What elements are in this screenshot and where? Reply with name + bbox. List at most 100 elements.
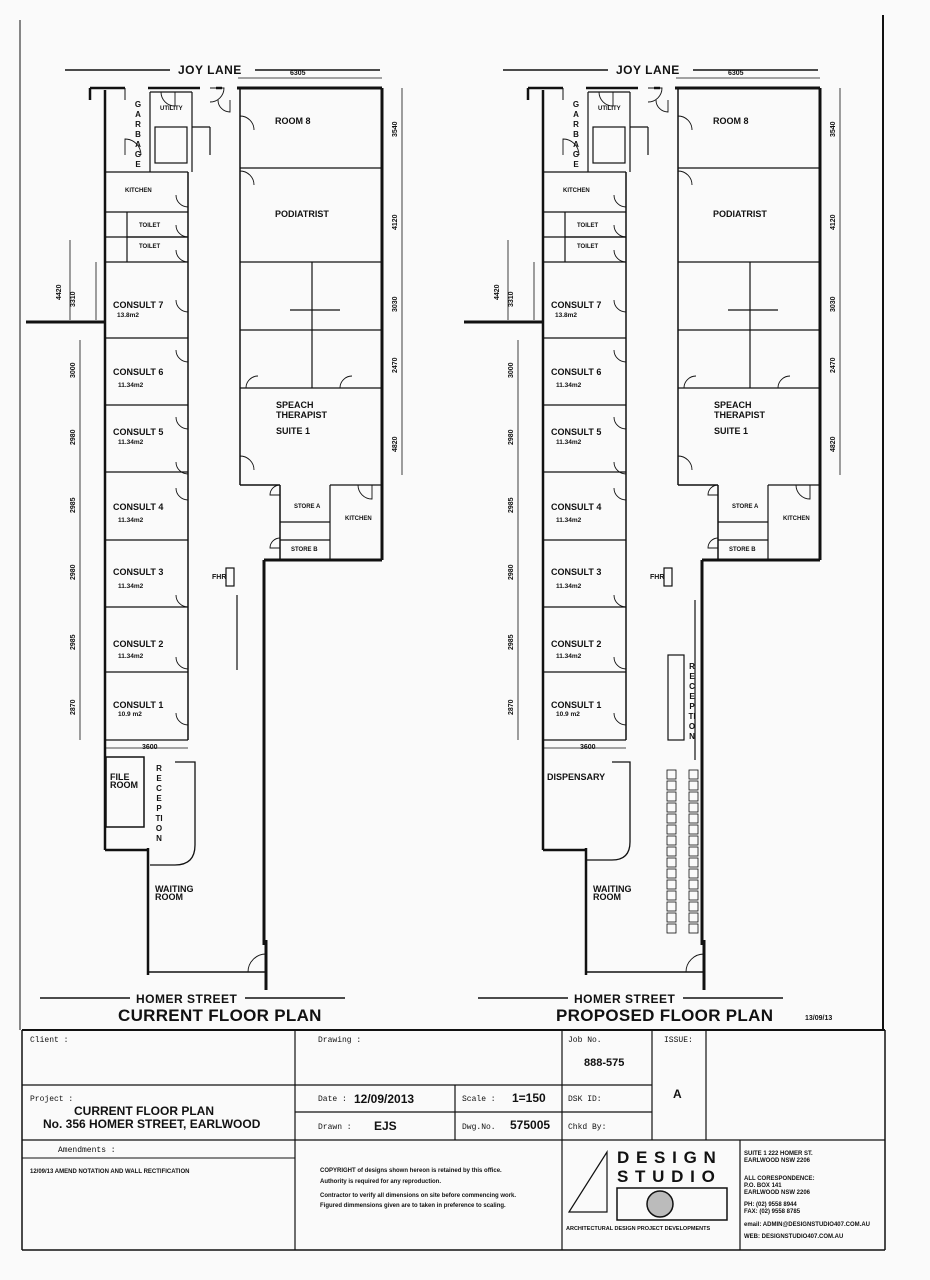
- dwg-no-label: Dwg.No.: [462, 1123, 496, 1132]
- joy-lane-label: JOY LANE: [178, 63, 242, 77]
- waiting-seat: [666, 813, 677, 824]
- dim-d2980b: 2980: [508, 564, 515, 580]
- fhr-label: FHR: [212, 574, 227, 581]
- door-swing: [247, 953, 267, 973]
- toilet-label: TOILET: [577, 244, 599, 250]
- waiting-seat: [688, 923, 699, 934]
- consult-6-area: 11.34m2: [556, 382, 582, 389]
- file-room-label: FILE: [110, 772, 130, 782]
- dwg-no-value: 575005: [510, 1118, 551, 1132]
- consult-3-label: CONSULT 3: [551, 567, 602, 577]
- door-swing: [613, 416, 627, 430]
- dispensary-counter: [586, 761, 631, 861]
- dim-d3540: 3540: [392, 121, 399, 137]
- consult-4-area: 11.34m2: [556, 517, 582, 524]
- store-b-label: STORE B: [291, 547, 318, 553]
- door-swing: [613, 656, 627, 670]
- consult-5-label: CONSULT 5: [113, 427, 164, 437]
- accessible-toilet: [154, 126, 188, 164]
- waiting-seat: [688, 813, 699, 824]
- door-swing: [677, 170, 693, 186]
- logo-design: D E S I G N: [617, 1148, 717, 1167]
- copyright-line-4: Figured dimmensions given are to taken i…: [320, 1203, 506, 1209]
- door-swing: [707, 537, 719, 549]
- issue-label: ISSUE:: [664, 1036, 693, 1045]
- door-swing: [239, 170, 255, 186]
- waiting-seat: [666, 901, 677, 912]
- plan-date: 13/09/13: [805, 1015, 833, 1022]
- consult-6-label: CONSULT 6: [113, 367, 164, 377]
- dim-d2470: 2470: [830, 357, 837, 373]
- podiatrist-label: PODIATRIST: [275, 209, 329, 219]
- door-swing: [655, 99, 669, 113]
- door-swing: [357, 484, 373, 500]
- door-swing: [777, 375, 791, 389]
- logo-studio: S T U D I O: [617, 1167, 716, 1186]
- waiting-seat: [666, 791, 677, 802]
- consult-6-area: 11.34m2: [118, 382, 144, 389]
- toilet-label: TOILET: [139, 223, 161, 229]
- fire-hose-reel: [663, 567, 673, 587]
- waiting-label: WAITING: [593, 884, 632, 894]
- dim-d2980: 2980: [508, 429, 515, 445]
- consult-3-area: 11.34m2: [556, 583, 582, 590]
- dim-d3030: 3030: [392, 296, 399, 312]
- checked-by-label: Chkd By:: [568, 1123, 607, 1132]
- waiting-seat: [688, 890, 699, 901]
- consult-7-label: CONSULT 7: [551, 300, 602, 310]
- logo-triangle: [567, 1149, 608, 1213]
- project-line-2: No. 356 HOMER STREET, EARLWOOD: [43, 1117, 261, 1131]
- consult-5-area: 11.34m2: [556, 439, 582, 446]
- dim-d2980b: 2980: [70, 564, 77, 580]
- door-swing: [613, 487, 627, 501]
- correspondence-line-3: EARLWOOD NSW 2206: [744, 1190, 811, 1196]
- address-line-1: SUITE 1 222 HOMER ST.: [744, 1151, 813, 1157]
- dim-d2870: 2870: [508, 699, 515, 715]
- copyright-line-1: COPYRIGHT of designs shown hereon is ret…: [320, 1168, 502, 1174]
- door-swing: [613, 594, 627, 608]
- garbage-label: GARBAGE: [134, 100, 142, 169]
- waiting-seat: [688, 868, 699, 879]
- door-swing: [239, 115, 255, 131]
- door-swing: [269, 537, 281, 549]
- store-a-label: STORE A: [732, 504, 759, 510]
- door-swing: [613, 299, 627, 313]
- dim-d4820: 4820: [830, 436, 837, 452]
- door-swing: [175, 249, 189, 263]
- consult-2-area: 11.34m2: [118, 653, 144, 660]
- dim-d4120: 4120: [830, 214, 837, 230]
- waiting-seat: [666, 890, 677, 901]
- kitchen-label: KITCHEN: [125, 188, 152, 194]
- consult-7-area: 13.8m2: [555, 312, 578, 319]
- waiting-room-label: ROOM: [155, 892, 183, 902]
- waiting-seat: [688, 846, 699, 857]
- waiting-seat: [688, 912, 699, 923]
- dim-d2870: 2870: [70, 699, 77, 715]
- address-line-2: EARLWOOD NSW 2206: [744, 1158, 811, 1164]
- consult-4-label: CONSULT 4: [551, 502, 602, 512]
- waiting-seat: [688, 857, 699, 868]
- door-swing: [613, 194, 627, 208]
- plan-title: PROPOSED FLOOR PLAN: [556, 1006, 774, 1025]
- therapist-label: THERAPIST: [714, 410, 766, 420]
- speach-label: SPEACH: [714, 400, 752, 410]
- waiting-seat: [666, 824, 677, 835]
- toilet-label: TOILET: [577, 223, 599, 229]
- issue-value: A: [673, 1087, 682, 1101]
- plan-title: CURRENT FLOOR PLAN: [118, 1006, 322, 1025]
- door-swing: [175, 416, 189, 430]
- door-swing: [613, 349, 627, 363]
- toilet-label: TOILET: [139, 244, 161, 250]
- kitchen-2-label: KITCHEN: [345, 516, 372, 522]
- utility-label: UTILITY: [160, 106, 183, 112]
- door-swing: [175, 299, 189, 313]
- copyright-line-2: Authority is required for any reproducti…: [320, 1179, 442, 1185]
- consult-2-label: CONSULT 2: [113, 639, 164, 649]
- door-swing: [707, 484, 719, 496]
- drawn-value: EJS: [374, 1119, 397, 1133]
- consult-1-label: CONSULT 1: [551, 700, 602, 710]
- waiting-seat: [666, 846, 677, 857]
- door-swing: [683, 375, 697, 389]
